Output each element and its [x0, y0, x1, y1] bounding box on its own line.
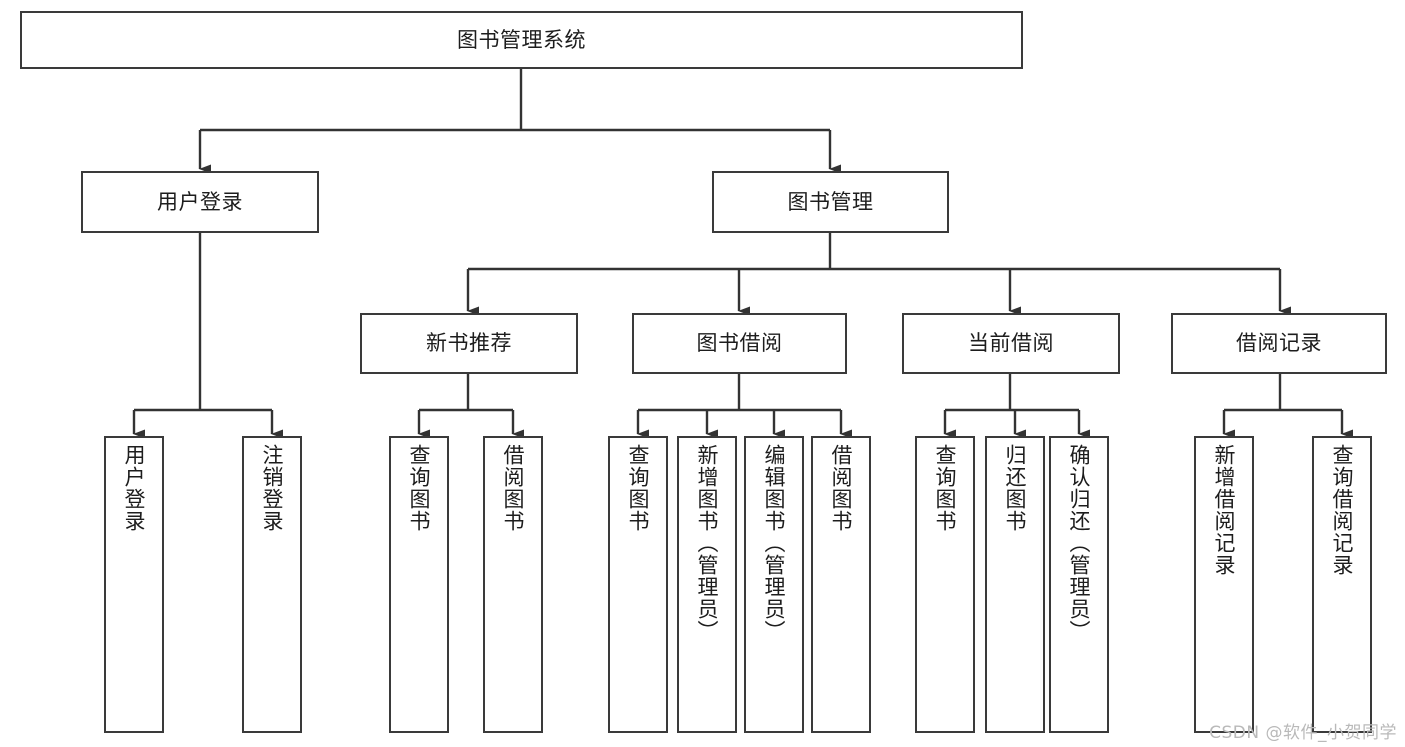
- node-label: 图书管理: [787, 189, 874, 214]
- node-label: 查询借阅记录: [1330, 444, 1355, 576]
- node-new-book-rec[interactable]: 新书推荐: [360, 313, 578, 374]
- watermark-text: CSDN @软件_小贺同学: [1209, 723, 1397, 743]
- node-book-borrow[interactable]: 图书借阅: [632, 313, 847, 374]
- node-leaf-query-book-2[interactable]: 查询图书: [608, 436, 668, 733]
- node-label: 借阅图书: [829, 444, 854, 532]
- node-label: 新书推荐: [426, 331, 512, 356]
- node-leaf-query-book-3[interactable]: 查询图书: [915, 436, 975, 733]
- node-leaf-query-book-1[interactable]: 查询图书: [389, 436, 449, 733]
- node-label: 编辑图书（管理员）: [762, 444, 787, 642]
- connector-lines: [132, 69, 1353, 439]
- node-leaf-return-book[interactable]: 归还图书: [985, 436, 1045, 733]
- node-leaf-user-login[interactable]: 用户登录: [104, 436, 164, 733]
- node-leaf-confirm-return[interactable]: 确认归还（管理员）: [1049, 436, 1109, 733]
- node-label: 查询图书: [933, 444, 958, 532]
- node-label: 借阅记录: [1236, 331, 1322, 356]
- node-leaf-add-book[interactable]: 新增图书（管理员）: [677, 436, 737, 733]
- node-label: 图书管理系统: [457, 27, 586, 52]
- node-leaf-add-record[interactable]: 新增借阅记录: [1194, 436, 1254, 733]
- node-label: 查询图书: [407, 444, 432, 532]
- node-user-login[interactable]: 用户登录: [81, 171, 319, 233]
- node-leaf-edit-book[interactable]: 编辑图书（管理员）: [744, 436, 804, 733]
- node-label: 图书借阅: [696, 331, 783, 356]
- node-root[interactable]: 图书管理系统: [20, 11, 1023, 69]
- node-leaf-query-record[interactable]: 查询借阅记录: [1312, 436, 1372, 733]
- node-borrow-record[interactable]: 借阅记录: [1171, 313, 1387, 374]
- node-label: 新增借阅记录: [1212, 444, 1237, 576]
- node-label: 用户登录: [122, 444, 147, 532]
- node-label: 查询图书: [626, 444, 651, 532]
- node-current-borrow[interactable]: 当前借阅: [902, 313, 1120, 374]
- node-label: 借阅图书: [501, 444, 526, 532]
- node-label: 确认归还（管理员）: [1067, 444, 1092, 642]
- node-label: 归还图书: [1003, 444, 1028, 532]
- node-label: 注销登录: [260, 444, 285, 532]
- node-leaf-borrow-book-1[interactable]: 借阅图书: [483, 436, 543, 733]
- node-book-manage[interactable]: 图书管理: [712, 171, 949, 233]
- node-leaf-borrow-book-2[interactable]: 借阅图书: [811, 436, 871, 733]
- node-label: 当前借阅: [968, 331, 1054, 356]
- node-label: 新增图书（管理员）: [695, 444, 720, 642]
- node-leaf-logout[interactable]: 注销登录: [242, 436, 302, 733]
- node-label: 用户登录: [157, 189, 243, 214]
